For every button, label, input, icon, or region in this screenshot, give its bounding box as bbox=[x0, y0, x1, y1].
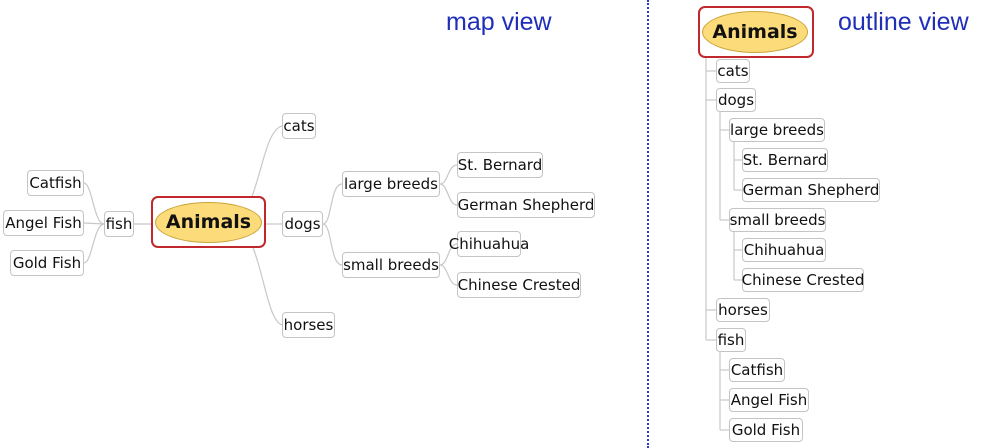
outline-node-small-breeds[interactable]: small breeds bbox=[729, 208, 826, 232]
map-node-chihuahua[interactable]: Chihuahua bbox=[449, 231, 529, 257]
outline-node-fish[interactable]: fish bbox=[716, 328, 746, 352]
map-node-st-bernard[interactable]: St. Bernard bbox=[457, 152, 543, 178]
connector-fish-catfish bbox=[83, 182, 105, 225]
map-node-small-breeds[interactable]: small breeds bbox=[342, 252, 440, 278]
map-node-large-breeds[interactable]: large breeds bbox=[342, 171, 440, 197]
view-divider bbox=[647, 0, 649, 448]
connector-animals-horses bbox=[249, 239, 283, 326]
map-node-cats[interactable]: cats bbox=[282, 113, 316, 139]
connector-large-german bbox=[439, 183, 458, 206]
connector-animals-cats bbox=[247, 125, 283, 208]
outline-node-gold-fish[interactable]: Gold Fish bbox=[729, 418, 803, 442]
outline-node-angel-fish[interactable]: Angel Fish bbox=[729, 388, 809, 412]
connector-dogs-small bbox=[322, 223, 343, 266]
outline-node-german-shepherd[interactable]: German Shepherd bbox=[742, 178, 880, 202]
map-view-caption: map view bbox=[446, 8, 552, 36]
outline-view-caption: outline view bbox=[838, 8, 969, 36]
map-central-topic[interactable]: Animals bbox=[155, 202, 262, 243]
map-node-angel-fish[interactable]: Angel Fish bbox=[3, 210, 84, 236]
outline-node-dogs[interactable]: dogs bbox=[716, 88, 756, 112]
outline-node-cats[interactable]: cats bbox=[716, 59, 750, 83]
map-node-fish[interactable]: fish bbox=[104, 211, 134, 237]
map-node-chinese-crested[interactable]: Chinese Crested bbox=[457, 272, 581, 298]
outline-node-st-bernard[interactable]: St. Bernard bbox=[742, 148, 828, 172]
map-node-gold-fish[interactable]: Gold Fish bbox=[10, 250, 84, 276]
map-node-catfish[interactable]: Catfish bbox=[27, 170, 84, 196]
connector-fish-goldfish bbox=[83, 223, 105, 264]
map-node-german-shepherd[interactable]: German Shepherd bbox=[457, 192, 595, 218]
outline-node-catfish[interactable]: Catfish bbox=[729, 358, 785, 382]
outline-central-topic[interactable]: Animals bbox=[702, 11, 808, 53]
outline-node-large-breeds[interactable]: large breeds bbox=[729, 118, 825, 142]
connector-small-chihuahua bbox=[439, 243, 458, 266]
connector-small-chinese bbox=[439, 264, 458, 286]
connector-dogs-large bbox=[322, 183, 343, 225]
map-node-horses[interactable]: horses bbox=[282, 312, 335, 338]
connector-large-stbernard bbox=[439, 164, 458, 185]
outline-node-horses[interactable]: horses bbox=[716, 298, 770, 322]
outline-node-chinese-crested[interactable]: Chinese Crested bbox=[742, 268, 864, 292]
connector-fish-angelfish bbox=[83, 222, 105, 225]
outline-node-chihuahua[interactable]: Chihuahua bbox=[742, 238, 826, 262]
map-node-dogs[interactable]: dogs bbox=[282, 211, 323, 237]
